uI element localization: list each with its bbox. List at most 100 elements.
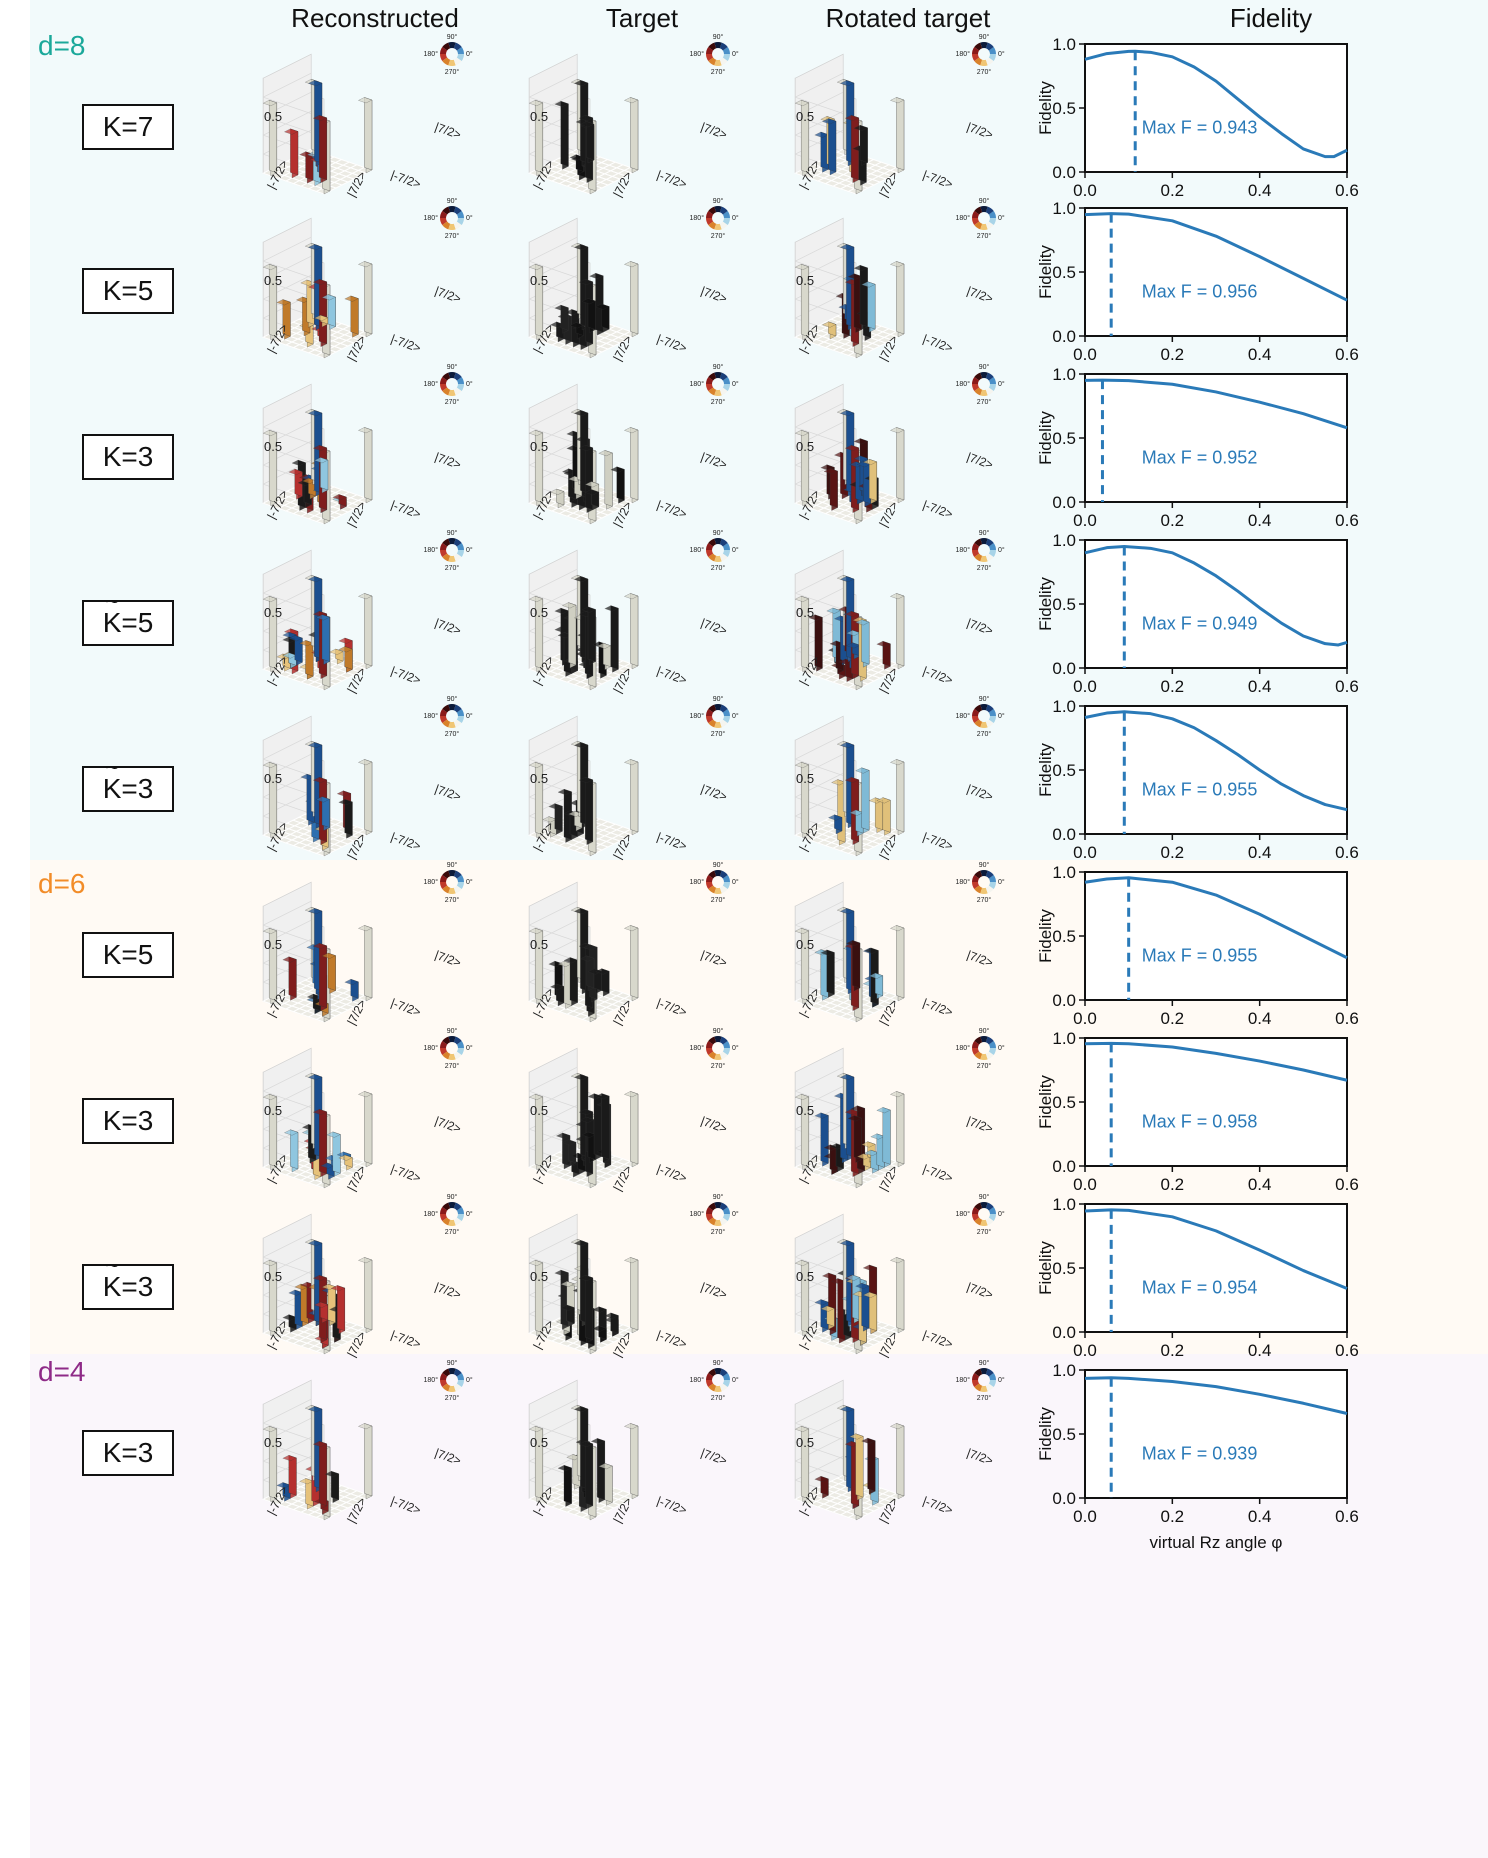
svg-text:90°: 90° (979, 529, 990, 537)
axis-label-corner: |-7/2> (389, 332, 423, 356)
axis-label-right: |7/2> (699, 616, 729, 638)
x-tick-label: 0.4 (1248, 843, 1272, 862)
bar (580, 121, 595, 164)
axis-label-right: |7/2> (965, 948, 995, 970)
z-tick-label: 0.5 (796, 1269, 814, 1284)
axis-label-corner: |-7/2> (655, 498, 689, 522)
bar (528, 99, 544, 177)
k-label-box: K=5 (82, 932, 174, 978)
target-density-plot: 0.5|-7/2>|7/2>|-7/2>|7/2>90°180°0°270° (528, 1027, 739, 1193)
svg-text:90°: 90° (713, 197, 724, 205)
bar (604, 1312, 619, 1337)
reconstructed-density-plot: 0.5|-7/2>|7/2>|-7/2>|7/2>90°180°0°270° (262, 1027, 473, 1193)
bar (329, 648, 344, 665)
rotated-target-density-plot: 0.5|-7/2>|7/2>|-7/2>|7/2>90°180°0°270° (794, 1359, 1005, 1525)
axis-label-corner: |-7/2> (921, 996, 955, 1020)
bar (890, 97, 905, 174)
bar (358, 1257, 373, 1334)
phase-color-wheel: 90°180°0°270° (424, 197, 473, 240)
svg-text:90°: 90° (979, 1027, 990, 1035)
x-axis-label: virtual Rz angle φ (1150, 1533, 1283, 1552)
x-tick-label: 0.4 (1248, 345, 1272, 364)
x-tick-label: 0.2 (1161, 1009, 1185, 1028)
x-tick-label: 0.0 (1073, 511, 1097, 530)
svg-text:180°: 180° (424, 1376, 439, 1384)
fidelity-curve (1084, 212, 1348, 302)
z-tick-label: 0.5 (264, 439, 282, 454)
y-tick-label: 0.5 (1052, 99, 1076, 118)
k-letter: K (102, 1437, 122, 1468)
bar (794, 595, 810, 673)
bar (624, 759, 639, 836)
bar (849, 1433, 864, 1501)
svg-text:0°: 0° (998, 1044, 1005, 1052)
bar (862, 1291, 878, 1335)
bar (528, 927, 544, 1005)
z-tick-label: 0.5 (264, 273, 282, 288)
z-tick-label: 0.5 (530, 771, 548, 786)
bar (624, 593, 639, 670)
y-tick-label: 0.5 (1052, 429, 1076, 448)
fidelity-curve (1084, 49, 1348, 159)
x-tick-label: 0.6 (1335, 1507, 1359, 1526)
bar (595, 1093, 610, 1163)
svg-text:180°: 180° (690, 214, 705, 222)
y-tick-label: 0.0 (1052, 991, 1076, 1010)
svg-text:0°: 0° (732, 712, 739, 720)
phase-color-wheel: 90°180°0°270° (424, 33, 473, 76)
bar (262, 429, 278, 507)
rotated-target-density-plot: 0.5|-7/2>|7/2>|-7/2>|7/2>90°180°0°270° (794, 695, 1005, 861)
x-tick-label: 0.2 (1161, 1507, 1185, 1526)
svg-text:270°: 270° (445, 730, 460, 738)
header-rotated: Rotated target (825, 3, 991, 33)
svg-text:90°: 90° (713, 363, 724, 371)
svg-text:180°: 180° (424, 878, 439, 886)
axis-label-corner: |-7/2> (921, 332, 955, 356)
bar (320, 1162, 335, 1180)
svg-text:0°: 0° (466, 214, 473, 222)
k-label-box: K=5 (82, 589, 174, 646)
phase-color-wheel: 90°180°0°270° (424, 695, 473, 738)
bar (262, 761, 278, 839)
axis-label-right: |7/2> (965, 120, 995, 142)
svg-text:90°: 90° (713, 1193, 724, 1201)
y-axis-label: Fidelity (1036, 1075, 1055, 1129)
bar (321, 294, 336, 330)
z-tick-label: 0.5 (530, 1435, 548, 1450)
bar (794, 1259, 810, 1337)
bar (326, 1131, 341, 1177)
svg-text:270°: 270° (445, 1394, 460, 1402)
max-fidelity-label: Max F = 0.949 (1142, 614, 1258, 634)
bar (528, 429, 544, 507)
bar (876, 797, 891, 836)
phase-color-wheel: 90°180°0°270° (424, 1193, 473, 1236)
x-tick-label: 0.6 (1335, 181, 1359, 200)
axis-label-corner: |-7/2> (655, 996, 689, 1020)
k-value: =5 (121, 275, 154, 306)
svg-text:180°: 180° (424, 1044, 439, 1052)
x-tick-label: 0.6 (1335, 511, 1359, 530)
rotated-target-density-plot: 0.5|-7/2>|7/2>|-7/2>|7/2>90°180°0°270° (794, 529, 1005, 695)
bar (557, 1465, 572, 1507)
y-tick-label: 1.0 (1052, 532, 1076, 550)
bar (822, 321, 837, 340)
y-axis-label: Fidelity (1036, 411, 1055, 465)
x-tick-label: 0.2 (1161, 677, 1185, 696)
bar (338, 799, 353, 839)
svg-text:0°: 0° (466, 50, 473, 58)
bar (876, 1107, 891, 1168)
bar (794, 99, 810, 177)
phase-color-wheel: 90°180°0°270° (424, 529, 473, 572)
bar (794, 1425, 810, 1503)
phase-color-wheel: 90°180°0°270° (956, 861, 1005, 904)
svg-text:0°: 0° (466, 712, 473, 720)
k-letter: K (103, 589, 122, 639)
reconstructed-density-plot: 0.5|-7/2>|7/2>|-7/2>|7/2>90°180°0°270° (262, 861, 473, 1027)
y-axis-label: Fidelity (1036, 245, 1055, 299)
bar (312, 278, 328, 348)
svg-text:90°: 90° (979, 197, 990, 205)
axis-label-corner: |-7/2> (921, 830, 955, 854)
z-tick-label: 0.5 (530, 109, 548, 124)
k-label-box: K=3 (82, 434, 174, 480)
svg-text:90°: 90° (713, 33, 724, 41)
